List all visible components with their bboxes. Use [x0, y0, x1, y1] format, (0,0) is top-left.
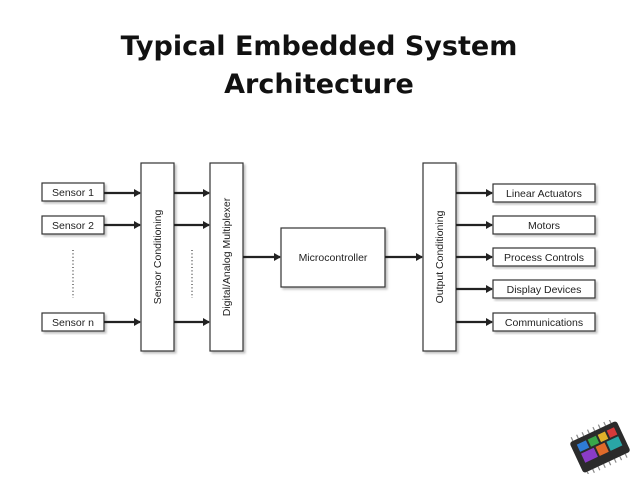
sensor-conditioning-label: Sensor Conditioning: [152, 210, 164, 305]
sensor-n: Sensor n: [41, 312, 105, 332]
output-label: Linear Actuators: [506, 188, 582, 200]
output-conditioning-label: Output Conditioning: [434, 210, 446, 303]
sensor-n-label: Sensor n: [52, 317, 94, 329]
microcontroller-block: Microcontroller: [280, 227, 386, 288]
microchip-icon: [570, 420, 630, 474]
sensor-1: Sensor 1: [41, 182, 105, 202]
output-label: Process Controls: [504, 252, 584, 264]
title-line-1: Typical Embedded System: [120, 31, 518, 62]
output-label: Communications: [505, 317, 583, 329]
multiplexer-block: Digital/Analog Multiplexer: [209, 162, 244, 352]
sensor-2-label: Sensor 2: [52, 220, 94, 232]
sensor-2: Sensor 2: [41, 215, 105, 235]
output-motors: Motors: [492, 215, 596, 235]
multiplexer-label: Digital/Analog Multiplexer: [221, 197, 233, 316]
output-linear-actuators: Linear Actuators: [492, 183, 596, 203]
title-line-2: Architecture: [224, 69, 414, 100]
output-process-controls: Process Controls: [492, 247, 596, 267]
page-title: Typical Embedded System Architecture: [0, 28, 638, 104]
output-communications: Communications: [492, 312, 596, 332]
output-label: Motors: [528, 220, 560, 232]
output-display-devices: Display Devices: [492, 279, 596, 299]
microcontroller-label: Microcontroller: [299, 252, 368, 264]
output-conditioning-block: Output Conditioning: [422, 162, 457, 352]
output-label: Display Devices: [507, 284, 582, 296]
sensor-1-label: Sensor 1: [52, 187, 94, 199]
sensor-conditioning-block: Sensor Conditioning: [140, 162, 175, 352]
